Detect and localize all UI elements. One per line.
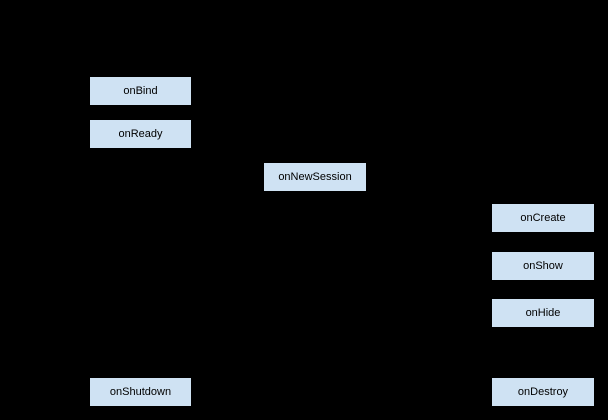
node-onready: onReady [89, 119, 192, 149]
node-onbind: onBind [89, 76, 192, 106]
node-onhide: onHide [491, 298, 595, 328]
node-label: onCreate [520, 211, 566, 224]
node-oncreate: onCreate [491, 203, 595, 233]
node-label: onShow [523, 259, 563, 272]
node-onshutdown: onShutdown [89, 377, 192, 407]
node-label: onReady [118, 127, 163, 140]
node-onshow: onShow [491, 251, 595, 281]
node-label: onShutdown [109, 385, 172, 398]
node-label: onNewSession [278, 170, 352, 183]
node-onnewsession: onNewSession [263, 162, 367, 192]
node-label: onBind [123, 84, 158, 97]
node-label: onDestroy [517, 385, 569, 398]
node-ondestroy: onDestroy [491, 377, 595, 407]
node-label: onHide [525, 306, 561, 319]
